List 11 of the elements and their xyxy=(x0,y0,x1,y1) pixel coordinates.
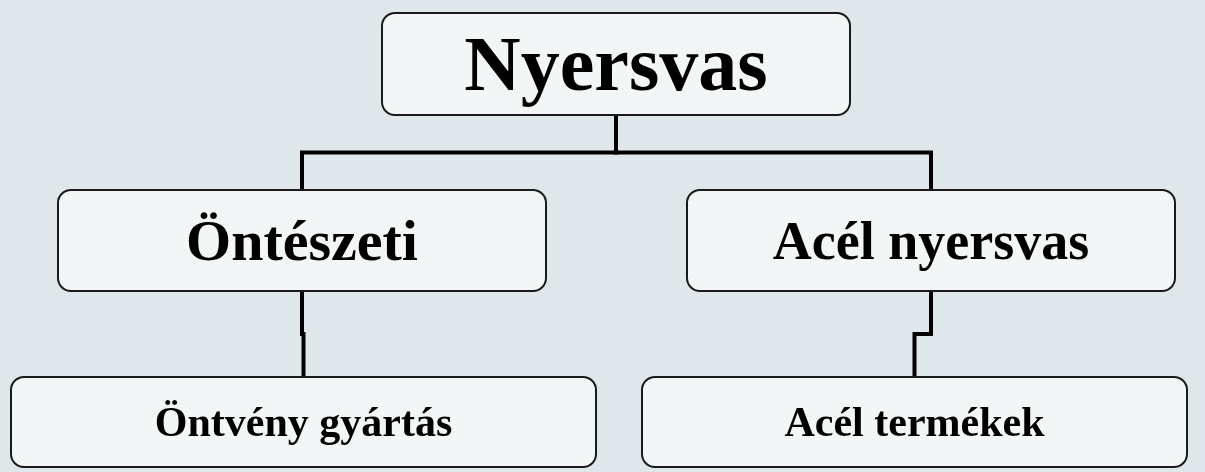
box-label: Öntészeti xyxy=(186,211,418,270)
connector-line xyxy=(614,116,933,189)
rounded-box xyxy=(10,376,597,468)
rounded-box xyxy=(57,189,547,292)
connector-line xyxy=(300,292,306,376)
box-label: Öntvény gyártás xyxy=(154,401,453,443)
rounded-box xyxy=(641,376,1188,468)
connector-line xyxy=(912,292,933,376)
box-label: Acél termékek xyxy=(784,401,1045,443)
rounded-box xyxy=(686,189,1176,292)
rounded-box xyxy=(381,12,851,116)
